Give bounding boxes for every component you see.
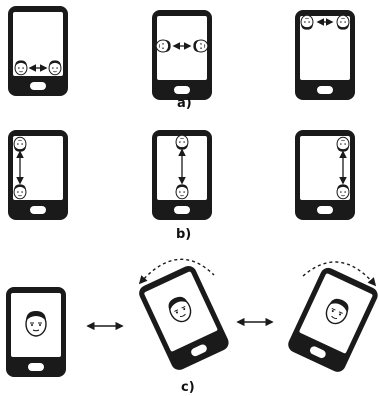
face-icon xyxy=(13,183,27,200)
smartphone-icon xyxy=(6,287,66,377)
face-icon xyxy=(155,39,172,53)
face-icon xyxy=(336,136,350,153)
face-icon xyxy=(175,134,189,151)
face-icon xyxy=(300,14,314,31)
panel-label-c: c) xyxy=(181,380,195,395)
face-icon xyxy=(48,59,62,76)
face-icon xyxy=(175,183,189,200)
panel-label-b: b) xyxy=(176,227,192,242)
row-c xyxy=(6,258,379,377)
row-b xyxy=(8,130,355,220)
face-icon xyxy=(14,59,28,76)
smartphone-icon xyxy=(8,6,68,96)
face-icon xyxy=(336,183,350,200)
smartphone-icon xyxy=(152,10,212,100)
smartphone-icon xyxy=(136,263,232,373)
curved-rotation-arrow-icon xyxy=(302,261,377,287)
face-icon xyxy=(13,136,27,153)
smartphone-icon xyxy=(152,130,212,220)
panel-label-a: a) xyxy=(177,96,192,111)
smartphone-icon xyxy=(8,130,68,220)
face-icon xyxy=(192,39,209,53)
row-a xyxy=(8,6,355,100)
smartphone-icon xyxy=(295,10,355,100)
face-icon xyxy=(336,14,350,31)
smartphone-icon xyxy=(295,130,355,220)
face-icon xyxy=(25,310,47,337)
smartphone-icon xyxy=(285,265,379,375)
